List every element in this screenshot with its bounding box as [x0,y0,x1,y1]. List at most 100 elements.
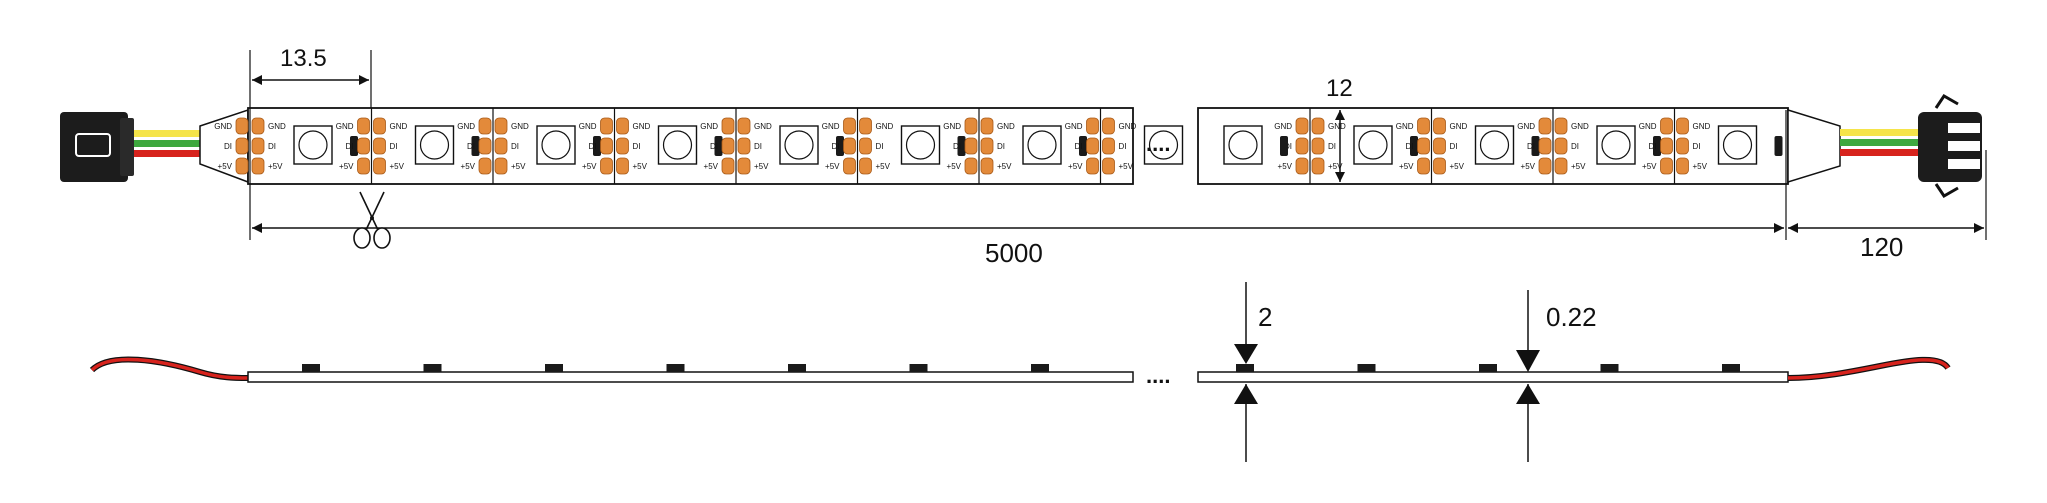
solder-pad [357,117,370,135]
solder-pad [251,117,265,135]
solder-pad [964,117,978,135]
thickness-label: 2 [1258,302,1272,332]
led-lens [298,130,328,160]
pad-label: DI [268,142,276,151]
led-lens [905,130,936,160]
pad-label: GND [633,122,651,131]
led-lens [1722,130,1753,160]
solder-pad [616,117,629,135]
pad-label: GND [1274,122,1292,131]
resistor [1079,136,1087,156]
pad-label: GND [511,122,529,131]
led-lens [1148,130,1179,160]
solder-pad [859,137,872,155]
pad-label: DI [832,142,840,151]
solder-pad [478,157,492,175]
scissors-icon [353,191,391,249]
side-led [545,364,563,372]
pad-label: +5V [704,162,719,171]
pad-label: +5V [825,162,840,171]
solder-pad [616,137,629,155]
right-wires [1840,129,1920,156]
resistor [957,136,966,156]
solder-pad [721,137,735,155]
wire-green [1840,139,1920,146]
strip-segment-left: GND DI +5V GND DI +5V GND DI +5V GND DI +5V GND DI +5V… [214,107,1209,185]
solder-pad [1676,157,1689,175]
resistor [836,136,844,156]
solder-pad [1102,117,1115,135]
solder-pad [843,157,856,175]
solder-pad [373,117,386,135]
solder-pad [235,157,249,175]
side-led [302,364,320,372]
pcb-thickness-label: 0.22 [1546,302,1597,332]
pad-label: +5V [1328,162,1343,171]
solder-pad [1433,117,1446,135]
solder-pad [1538,157,1552,175]
solder-pad [721,157,735,175]
length-dimension: 5000 [249,110,1787,268]
led-lens [1358,130,1388,160]
left-connector [60,112,134,182]
pad-label: DI [390,142,398,151]
resistor [714,136,723,156]
solder-pad [1102,137,1115,155]
pad-label: DI [1075,142,1083,151]
led-lens [784,130,814,160]
side-led [1479,364,1497,372]
solder-pad [373,137,386,155]
side-ellipsis: .... [1146,363,1170,388]
pad-label: +5V [268,162,283,171]
side-led [788,364,806,372]
pad-label: DI [1693,142,1701,151]
solder-pad [980,137,994,155]
connector-latch [75,133,111,157]
solder-pad [859,117,872,135]
pad-label: GND [700,122,718,131]
pad-label: +5V [461,162,476,171]
strip-ellipsis: .... [1146,131,1170,156]
pad-label: DI [224,142,232,151]
pad-label: +5V [339,162,354,171]
pad-label: GND [214,122,232,131]
side-leds [1236,364,1740,372]
pad-label: DI [1450,142,1458,151]
solder-pad [1676,117,1689,135]
pad-label: DI [1406,142,1414,151]
pad-label: GND [268,122,286,131]
pad-label: GND [1517,122,1535,131]
strip-cells: GNDDI+5VGNDDI+5VGNDDI+5VGNDDI+5VGNDDI+5V… [1223,108,1783,184]
solder-pad [1311,137,1325,155]
side-strip-left [247,371,1134,383]
side-led [423,364,442,372]
solder-pad [1676,137,1689,155]
resistor [471,136,480,156]
wire-yellow [1840,129,1920,136]
pad-label: GND [336,122,354,131]
wire-red [128,150,200,157]
pad-label: +5V [1399,162,1414,171]
solder-pad [1554,137,1568,155]
led-lens [1601,130,1631,160]
pad-label: GND [1396,122,1414,131]
solder-pad [251,137,265,155]
pad-label: +5V [947,162,962,171]
wire-yellow [128,130,200,137]
side-view: .... 2 0.22 [89,282,1951,462]
led-lens [662,130,693,160]
solder-pad [357,157,370,175]
solder-pad [1417,157,1430,175]
pad-label: GND [1328,122,1346,131]
solder-pad [600,157,613,175]
pad-label: +5V [876,162,891,171]
solder-pad [1311,157,1325,175]
thickness-dimension: 2 [1234,282,1272,462]
pad-label: +5V [511,162,526,171]
solder-pad [235,117,249,135]
pad-label: DI [1571,142,1579,151]
pad-label: DI [1119,142,1127,151]
solder-pad [251,157,265,175]
pcb-thickness-dimension: 0.22 [1516,290,1597,462]
pad-label: +5V [1068,162,1083,171]
